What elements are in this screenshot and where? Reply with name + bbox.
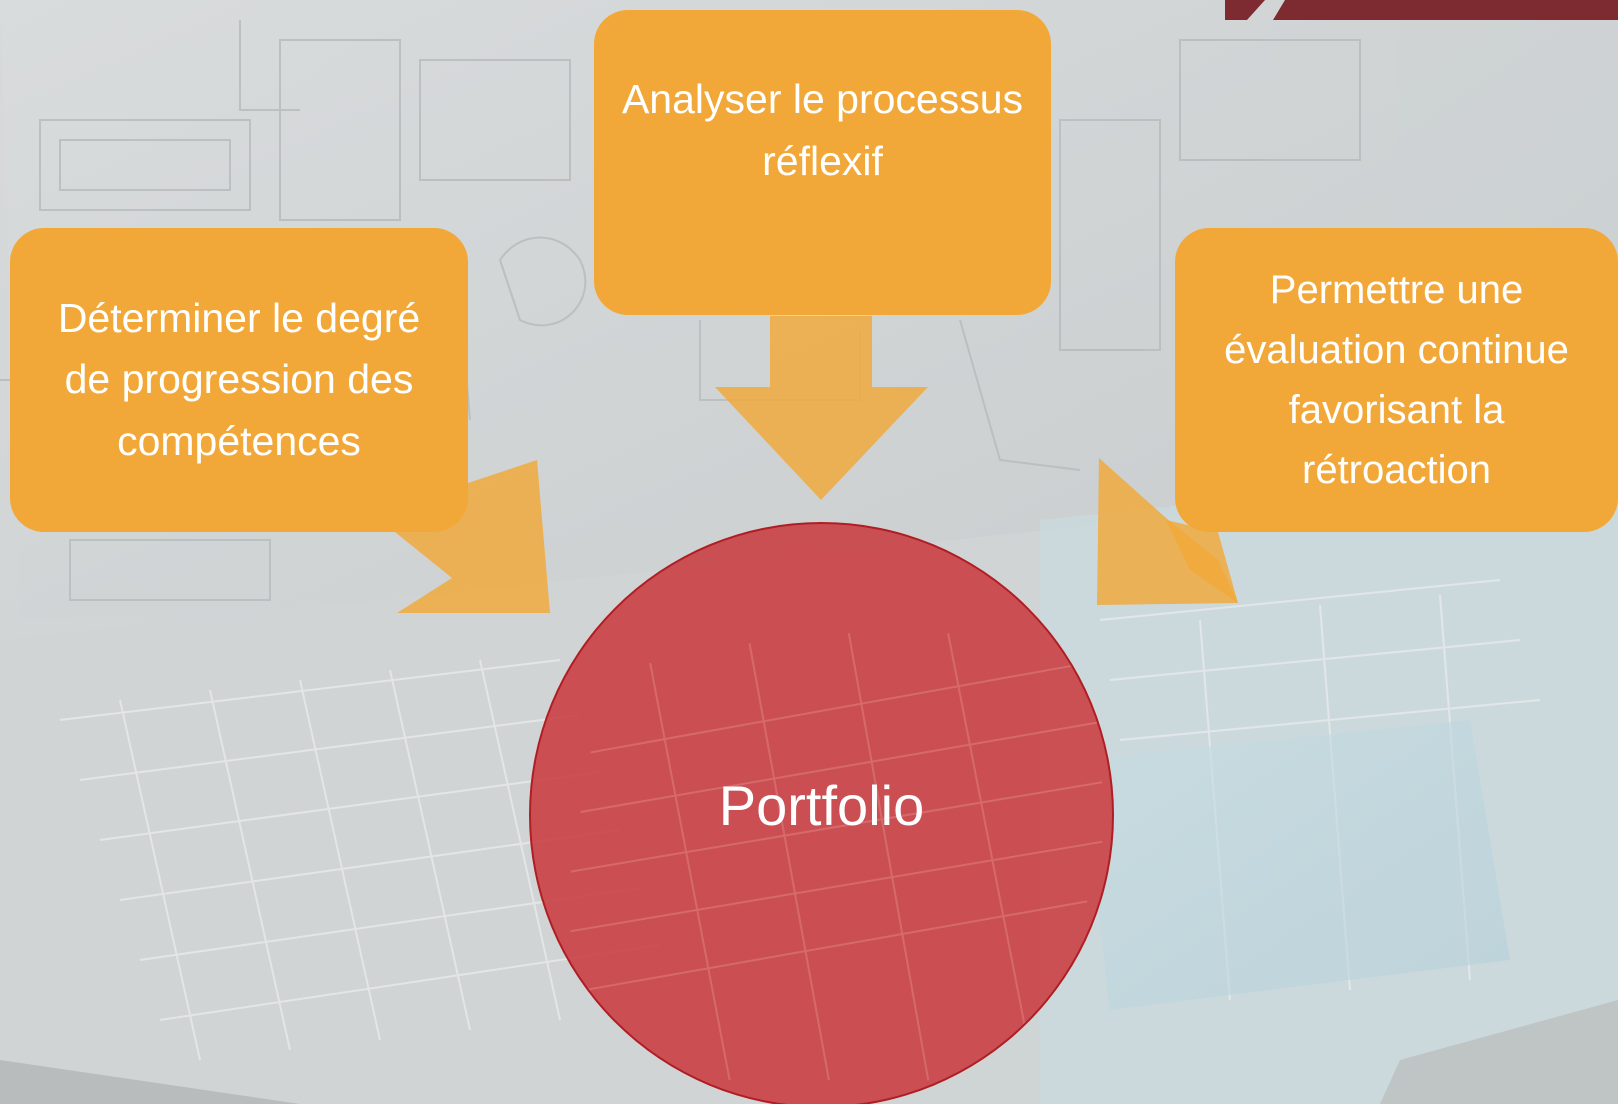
- arrow-top-to-center: [715, 316, 928, 500]
- box-analyser: Analyser le processus réflexif: [594, 10, 1051, 315]
- arrow-left-to-center: [385, 460, 550, 613]
- box-permettre-label: Permettre une évaluation continue favori…: [1224, 268, 1569, 492]
- box-determiner-label: Déterminer le degré de progression des c…: [57, 294, 421, 464]
- box-permettre: Permettre une évaluation continue favori…: [1175, 228, 1618, 532]
- hub-texture: [570, 633, 1103, 1081]
- center-label: Portfolio: [718, 773, 925, 837]
- box-analyser-label: Analyser le processus réflexif: [621, 76, 1024, 184]
- corner-banner: [1225, 0, 1618, 20]
- box-determiner: Déterminer le degré de progression des c…: [10, 228, 468, 532]
- center-circle: Portfolio: [529, 522, 1114, 1104]
